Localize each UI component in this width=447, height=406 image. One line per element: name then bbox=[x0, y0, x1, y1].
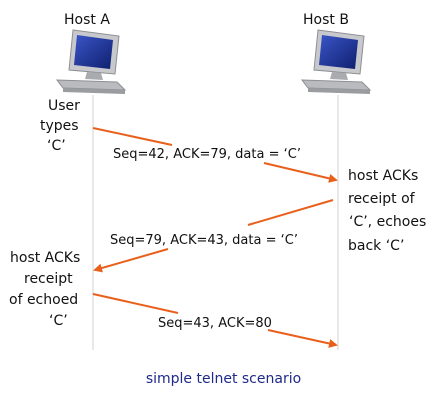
host-a-ack-note-line-4: ‘C’ bbox=[49, 313, 68, 329]
host-b-label: Host B bbox=[303, 12, 349, 28]
message-arrow-2a bbox=[247, 199, 334, 226]
host-b-ack-note-line-4: back ‘C’ bbox=[348, 238, 405, 254]
message-arrow-1a bbox=[92, 127, 173, 146]
host-b-computer-icon bbox=[300, 29, 372, 94]
user-types-note-line-1: User bbox=[48, 98, 80, 114]
message-label-3: Seq=43, ACK=80 bbox=[158, 316, 272, 331]
host-a-label: Host A bbox=[64, 12, 110, 28]
message-arrow-1b bbox=[263, 162, 338, 183]
host-a-ack-note-line-1: host ACKs bbox=[10, 250, 81, 266]
message-label-1: Seq=42, ACK=79, data = ‘C’ bbox=[113, 147, 301, 162]
host-a-ack-note-line-3: of echoed bbox=[9, 292, 79, 308]
host-b-ack-note-line-3: ‘C’, echoes bbox=[349, 214, 427, 230]
message-label-2: Seq=79, ACK=43, data = ‘C’ bbox=[110, 233, 298, 248]
user-types-note-line-3: ‘C’ bbox=[47, 138, 66, 154]
message-arrow-3a bbox=[92, 293, 179, 314]
diagram-caption: simple telnet scenario bbox=[145, 371, 302, 387]
host-a-computer-icon bbox=[55, 29, 127, 94]
user-types-note-line-2: types bbox=[40, 118, 79, 134]
host-b-ack-note-line-2: receipt of bbox=[348, 191, 415, 207]
message-arrow-3b bbox=[267, 329, 338, 348]
host-a-ack-note-line-2: receipt bbox=[24, 271, 73, 287]
host-b-ack-note-line-1: host ACKs bbox=[348, 168, 419, 184]
message-arrow-2b bbox=[93, 248, 169, 273]
